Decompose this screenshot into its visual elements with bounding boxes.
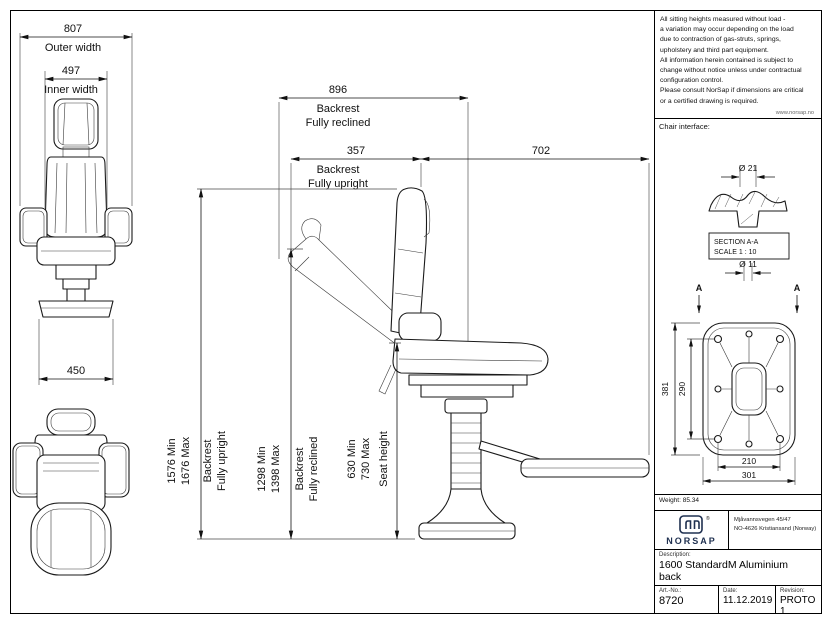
- logo-row: ® NORSAP Mjåvannsvegen 45/47 NO-4626 Kri…: [655, 510, 821, 549]
- note-line: due to contraction of gas-struts, spring…: [660, 36, 781, 44]
- date-cell: Date: 11.12.2019: [718, 586, 775, 613]
- note-line: All sitting heights measured without loa…: [660, 16, 786, 23]
- norsap-logo-icon: ®: [678, 515, 710, 535]
- note-line: Please consult NorSap if dimensions are …: [660, 87, 804, 95]
- dim-total-depth-value: 702: [532, 145, 550, 157]
- title-block-panel: All sitting heights measured without loa…: [654, 11, 821, 617]
- description-label: Description:: [659, 551, 691, 558]
- dim-plate-width-outer: 301: [742, 470, 756, 480]
- revision-value: PROTO 1: [780, 595, 816, 617]
- registered-mark: ®: [706, 515, 710, 522]
- chair-interface-section: Chair interface: Ø 21: [655, 119, 821, 494]
- dim-seat-height-label: Seat height: [378, 431, 390, 487]
- dim-height-upright-max: 1676 Max: [180, 436, 192, 485]
- description-row: Description: 1600 StandardM Aluminium ba…: [655, 548, 821, 585]
- top-view: [12, 408, 130, 576]
- main-drawing: 807 Outer width 497 Inner width 450: [12, 23, 650, 576]
- dim-height-reclined-max: 1398 Max: [270, 444, 282, 493]
- art-row: Art.-No.: 8720 Date: 11.12.2019 Revision…: [655, 585, 821, 617]
- side-view-v-dimensions: 1576 Min 1676 Max Backrest Fully upright…: [166, 188, 415, 540]
- note-line: configuration control.: [660, 77, 724, 85]
- weight-value: Weight: 85.34: [659, 497, 699, 505]
- art-no-value: 8720: [659, 595, 684, 607]
- section-scale: SCALE 1 : 10: [714, 249, 757, 256]
- date-value: 11.12.2019: [723, 595, 773, 606]
- base-plate-detail: [702, 322, 796, 456]
- dim-upright-depth-value: 357: [347, 145, 365, 157]
- dim-height-upright-label-2: Fully upright: [216, 431, 228, 491]
- dim-inner-width-label: Inner width: [44, 84, 98, 96]
- dim-bottom-diameter: Ø 11: [739, 259, 757, 269]
- dim-height-upright-min: 1576 Min: [166, 438, 178, 483]
- note-line: change without notice unless under contr…: [660, 66, 802, 74]
- brand-name: NORSAP: [666, 536, 717, 547]
- dim-plate-height-inner: 290: [677, 382, 687, 396]
- website-link: www.norsap.no: [775, 109, 814, 116]
- section-title: SECTION A-A: [714, 239, 759, 246]
- dim-upright-depth-label-2: Fully upright: [308, 178, 368, 190]
- dim-seat-height-min: 630 Min: [346, 439, 358, 478]
- dim-upright-depth-label-1: Backrest: [317, 164, 360, 176]
- chair-interface-drawing: Ø 21 SECTION A-A SCALE 1 : 10 Ø 11: [660, 163, 801, 486]
- side-view: [378, 187, 650, 540]
- dim-inner-width-value: 497: [62, 65, 80, 77]
- art-no-label: Art.-No.:: [659, 588, 682, 594]
- description-value: 1600 StandardM Aluminium back: [659, 558, 788, 583]
- dim-outer-width-label: Outer width: [45, 42, 101, 54]
- art-no-cell: Art.-No.: 8720: [655, 586, 718, 613]
- section-marker-a-right: A: [794, 283, 801, 293]
- notes-section: All sitting heights measured without loa…: [655, 11, 821, 120]
- section-profile: [708, 191, 788, 228]
- dim-height-reclined-min: 1298 Min: [256, 446, 268, 491]
- drawing-frame: 807 Outer width 497 Inner width 450: [10, 10, 822, 617]
- dim-base-width-value: 450: [67, 365, 85, 377]
- dim-reclined-depth-label-2: Fully reclined: [306, 117, 371, 129]
- dim-height-reclined-label-2: Fully reclined: [308, 437, 320, 502]
- dim-outer-width-value: 807: [64, 23, 82, 35]
- note-line: a variation may occur depending on the l…: [660, 26, 794, 34]
- dim-top-diameter: Ø 21: [739, 163, 758, 173]
- dim-seat-height-max: 730 Max: [360, 437, 372, 480]
- side-view-h-dimensions: 896 Backrest Fully reclined 357 702 Back…: [278, 84, 650, 455]
- address-line-1: Mjåvannsvegen 45/47: [734, 517, 791, 524]
- note-line: All information herein contained is subj…: [660, 56, 793, 64]
- revision-cell: Revision: PROTO 1: [775, 586, 821, 617]
- dim-plate-height-outer: 381: [660, 382, 670, 396]
- address-line-2: NO-4626 Kristiansand (Norway): [734, 525, 817, 532]
- front-view-dimensions: 807 Outer width 497 Inner width 450: [19, 23, 133, 385]
- address-cell: Mjåvannsvegen 45/47 NO-4626 Kristiansand…: [729, 511, 821, 548]
- dim-height-upright-label-1: Backrest: [202, 440, 214, 483]
- revision-label: Revision:: [780, 588, 805, 594]
- dim-reclined-depth-label-1: Backrest: [317, 103, 360, 115]
- date-label: Date:: [723, 588, 738, 594]
- chair-interface-label: Chair interface:: [659, 122, 710, 132]
- note-line: upholstery and third part equipment.: [660, 46, 769, 54]
- section-marker-a-left: A: [696, 283, 703, 293]
- dim-height-reclined-label-1: Backrest: [294, 448, 306, 491]
- logo-cell: ® NORSAP: [655, 511, 729, 549]
- front-view: [19, 98, 133, 318]
- note-line: or a certified drawing is required.: [660, 97, 759, 105]
- dim-plate-width-inner: 210: [742, 456, 756, 466]
- weight-row: Weight: 85.34: [655, 494, 821, 510]
- dim-reclined-depth-value: 896: [329, 84, 347, 96]
